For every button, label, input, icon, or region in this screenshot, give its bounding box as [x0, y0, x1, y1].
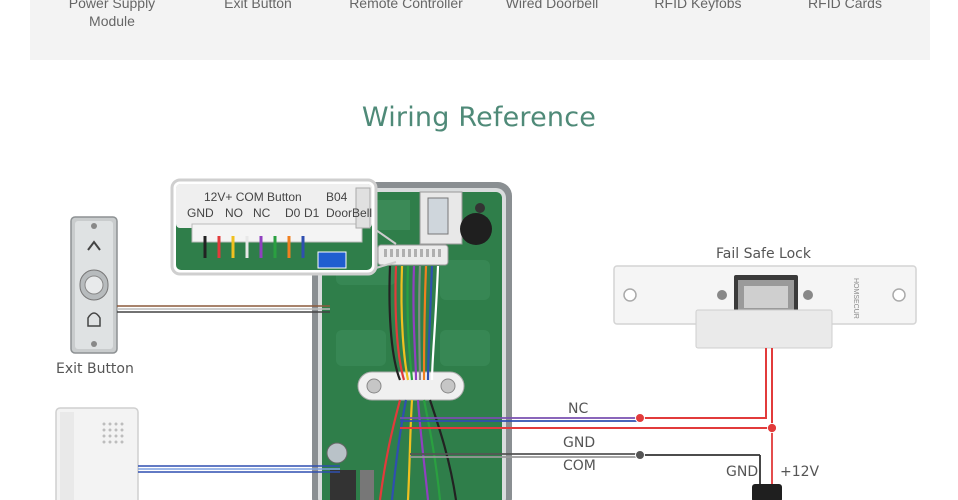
accessory-label-line1: RFID Keyfobs	[654, 0, 742, 11]
lock-brand-label: HOMSECUR	[852, 278, 859, 319]
junction-dots	[635, 413, 777, 460]
wire-label-nc: NC	[568, 401, 589, 417]
wire-label-gnd-bottom: GND	[726, 464, 759, 480]
power-plug	[752, 484, 782, 500]
wire-label-12v-bottom: +12V	[780, 464, 820, 480]
connector-pin-gnd: GND	[187, 206, 214, 220]
fail-safe-lock-label: Fail Safe Lock	[716, 246, 811, 262]
connector-pin-d1: D1	[304, 206, 320, 220]
accessory-label-line1: Power Supply	[68, 0, 156, 11]
exit-button-device	[70, 216, 118, 354]
connector-pin-doorbell: DoorBell	[326, 206, 373, 220]
accessories-band	[30, 0, 930, 60]
exit-button-wires	[117, 305, 330, 313]
wire-label-com: COM	[563, 458, 596, 474]
doorbell-device	[55, 407, 139, 500]
fail-safe-lock-device	[613, 265, 917, 349]
connector-lead	[375, 229, 397, 269]
connector-row1-label: 12V+ COM Button	[204, 190, 302, 204]
connector-pin-nc: NC	[253, 206, 271, 220]
accessory-label-line1: Remote Controller	[349, 0, 463, 11]
accessory-label-line1: Exit Button	[224, 0, 292, 11]
accessory-remote-controller: Remote Controller	[341, 0, 471, 12]
exit-button-label: Exit Button	[56, 361, 134, 377]
connector-callout	[170, 178, 378, 276]
accessory-rfid-keyfobs: RFID Keyfobs	[633, 0, 763, 12]
accessory-exit-button: Exit Button	[193, 0, 323, 12]
accessory-wired-doorbell: Wired Doorbell	[487, 0, 617, 12]
accessory-rfid-cards: RFID Cards	[780, 0, 910, 12]
connector-pin-no: NO	[225, 206, 243, 220]
wire-label-gnd: GND	[563, 435, 596, 451]
accessory-label-line1: Wired Doorbell	[505, 0, 599, 11]
accessory-label-line2: Module	[89, 13, 135, 29]
doorbell-wires	[138, 465, 340, 473]
accessory-label-line1: RFID Cards	[808, 0, 882, 11]
section-title: Wiring Reference	[361, 102, 597, 133]
connector-row1-right-label: B04	[326, 190, 348, 204]
controller-output-wires	[400, 417, 773, 500]
wire-bundle	[378, 265, 458, 500]
accessory-power-supply: Power Supply Module	[47, 0, 177, 30]
connector-pin-d0: D0	[285, 206, 301, 220]
